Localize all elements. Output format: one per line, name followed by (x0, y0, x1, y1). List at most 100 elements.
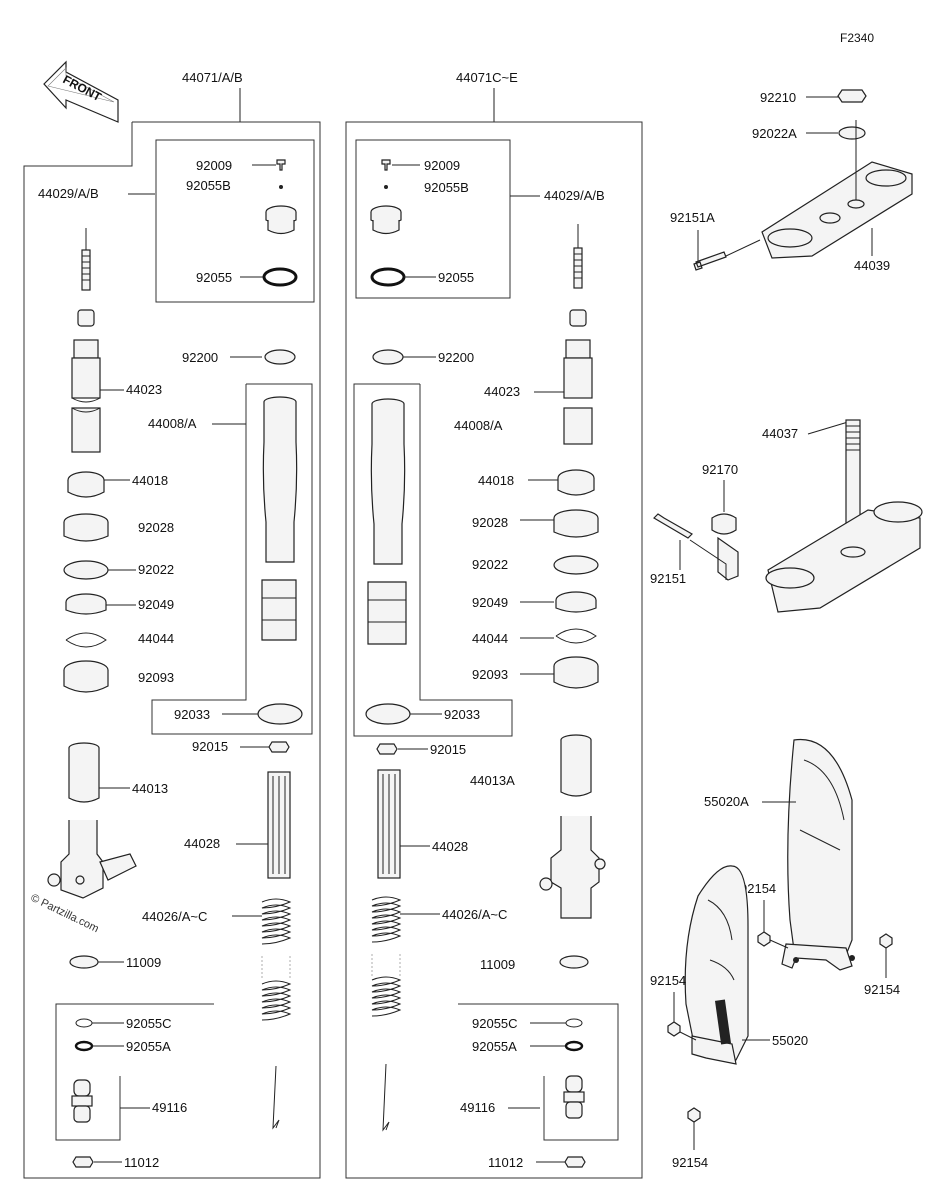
right-92055b-label: 92055B (424, 180, 469, 195)
clamp-92151-label: 92151 (650, 571, 686, 586)
left-44026-label: 44026/A~C (142, 909, 207, 924)
right-44008-label: 44008/A (454, 418, 503, 433)
left-nut-11012-icon (72, 1156, 94, 1168)
left-adjuster-rod-icon (71, 228, 101, 453)
left-cap-kit-box (155, 139, 315, 303)
bolt-92154d-icon (687, 1107, 701, 1123)
right-assembly-frame (345, 121, 643, 1179)
right-inner-tube-box (353, 383, 513, 737)
left-outer-tube-icon (47, 742, 137, 899)
right-92055a-label: 92055A (472, 1039, 517, 1054)
right-outer-tube-icon (539, 734, 606, 919)
watermark: © Partzilla.com (29, 892, 101, 935)
left-44008-label: 44008/A (148, 416, 197, 431)
right-92049-label: 92049 (472, 595, 508, 610)
fork-guard-55020-icon (684, 865, 749, 1065)
left-92093-label: 92093 (138, 670, 174, 685)
clamp-44037-label: 44037 (762, 426, 798, 441)
right-bottom-kit-box (458, 1003, 619, 1141)
right-spring-icon (371, 896, 402, 1132)
left-oring-92033-icon (257, 703, 303, 725)
right-92055-label: 92055 (438, 270, 474, 285)
left-damper-rod-icon (267, 771, 291, 879)
right-washer-11009-icon (559, 955, 589, 969)
right-oring-92055a-icon (564, 1040, 584, 1052)
right-clip-44044-icon (555, 628, 597, 644)
right-92093-label: 92093 (472, 667, 508, 682)
bolt-92151a-icon (693, 251, 727, 271)
assembly-right-label: 44071C~E (456, 70, 518, 85)
right-inner-tube-icon (367, 398, 407, 645)
right-dust-seal-92093-icon (553, 656, 599, 689)
clamp-44039-label: 44039 (854, 258, 890, 273)
right-valve-49116-icon (563, 1075, 585, 1119)
left-92055b-label: 92055B (186, 178, 231, 193)
right-oring-92055-icon (370, 267, 406, 287)
right-nut-92015-icon (376, 743, 398, 755)
left-washer-92022-icon (63, 560, 109, 580)
left-washer-11009-icon (69, 955, 99, 969)
clamp-92170-label: 92170 (702, 462, 738, 477)
left-92033-label: 92033 (174, 707, 210, 722)
right-11012-label: 11012 (488, 1155, 523, 1170)
left-92200-label: 92200 (182, 350, 218, 365)
right-92055c-label: 92055C (472, 1016, 518, 1031)
clamp-92154d-label: 92154 (672, 1155, 708, 1170)
right-92015-label: 92015 (430, 742, 466, 757)
right-screw-icon (381, 159, 391, 171)
left-inner-tube-icon (261, 396, 298, 641)
left-inner-tube-box (151, 383, 313, 735)
left-screw-icon (276, 159, 286, 171)
bolt-92154c-icon (667, 1021, 681, 1037)
right-cap-kit-box (355, 139, 511, 299)
right-49116-label: 49116 (460, 1100, 495, 1115)
stem-44037-icon (765, 419, 923, 613)
left-44023-label: 44023 (126, 382, 162, 397)
right-92022-label: 92022 (472, 557, 508, 572)
clamp-55020-label: 55020 (772, 1033, 808, 1048)
front-arrow-icon: FRONT (43, 60, 119, 123)
left-92055a-label: 92055A (126, 1039, 171, 1054)
right-washer-92022-icon (553, 555, 599, 575)
left-valve-49116-icon (71, 1079, 93, 1123)
left-oring-92055c-icon (75, 1018, 93, 1028)
right-11009-label: 11009 (480, 957, 515, 972)
left-92055-label: 92055 (196, 270, 232, 285)
right-44018-label: 44018 (478, 473, 514, 488)
left-oring-92055-icon (262, 267, 298, 287)
cable-guide-92170-icon (711, 513, 739, 581)
left-washer-92200-icon (264, 349, 296, 365)
clamp-92151a-label: 92151A (670, 210, 715, 225)
clamp-92154a-label: 92154 (740, 881, 776, 896)
left-11009-label: 11009 (126, 955, 161, 970)
clamp-55020a-label: 55020A (704, 794, 749, 809)
right-washer-92200-icon (372, 349, 404, 365)
left-assembly-frame (23, 121, 321, 1179)
left-44018-label: 44018 (132, 473, 168, 488)
right-oring-92055c-icon (565, 1018, 583, 1028)
bolt-92151-icon (653, 513, 693, 539)
left-92055c-label: 92055C (126, 1016, 172, 1031)
right-44026-label: 44026/A~C (442, 907, 507, 922)
right-damper-rod-icon (377, 769, 401, 879)
left-clip-44044-icon (65, 632, 107, 648)
left-49116-label: 49116 (152, 1100, 187, 1115)
assembly-left-label: 44071/A/B (182, 70, 243, 85)
right-44029-label: 44029/A/B (544, 188, 605, 203)
left-92015-label: 92015 (192, 739, 228, 754)
left-44028-label: 44028 (184, 836, 220, 851)
left-92049-label: 92049 (138, 597, 174, 612)
right-44028-label: 44028 (432, 839, 468, 854)
right-cap-icon (370, 205, 402, 235)
left-nut-92015-icon (268, 741, 290, 753)
left-92022-label: 92022 (138, 562, 174, 577)
clamp-92210-label: 92210 (760, 90, 796, 105)
left-oring-92055a-icon (74, 1040, 94, 1052)
right-44044-label: 44044 (472, 631, 508, 646)
left-92028-label: 92028 (138, 520, 174, 535)
left-cap-icon (265, 205, 297, 235)
right-92009-label: 92009 (424, 158, 460, 173)
left-92009-label: 92009 (196, 158, 232, 173)
right-nut-11012-icon (564, 1156, 586, 1168)
